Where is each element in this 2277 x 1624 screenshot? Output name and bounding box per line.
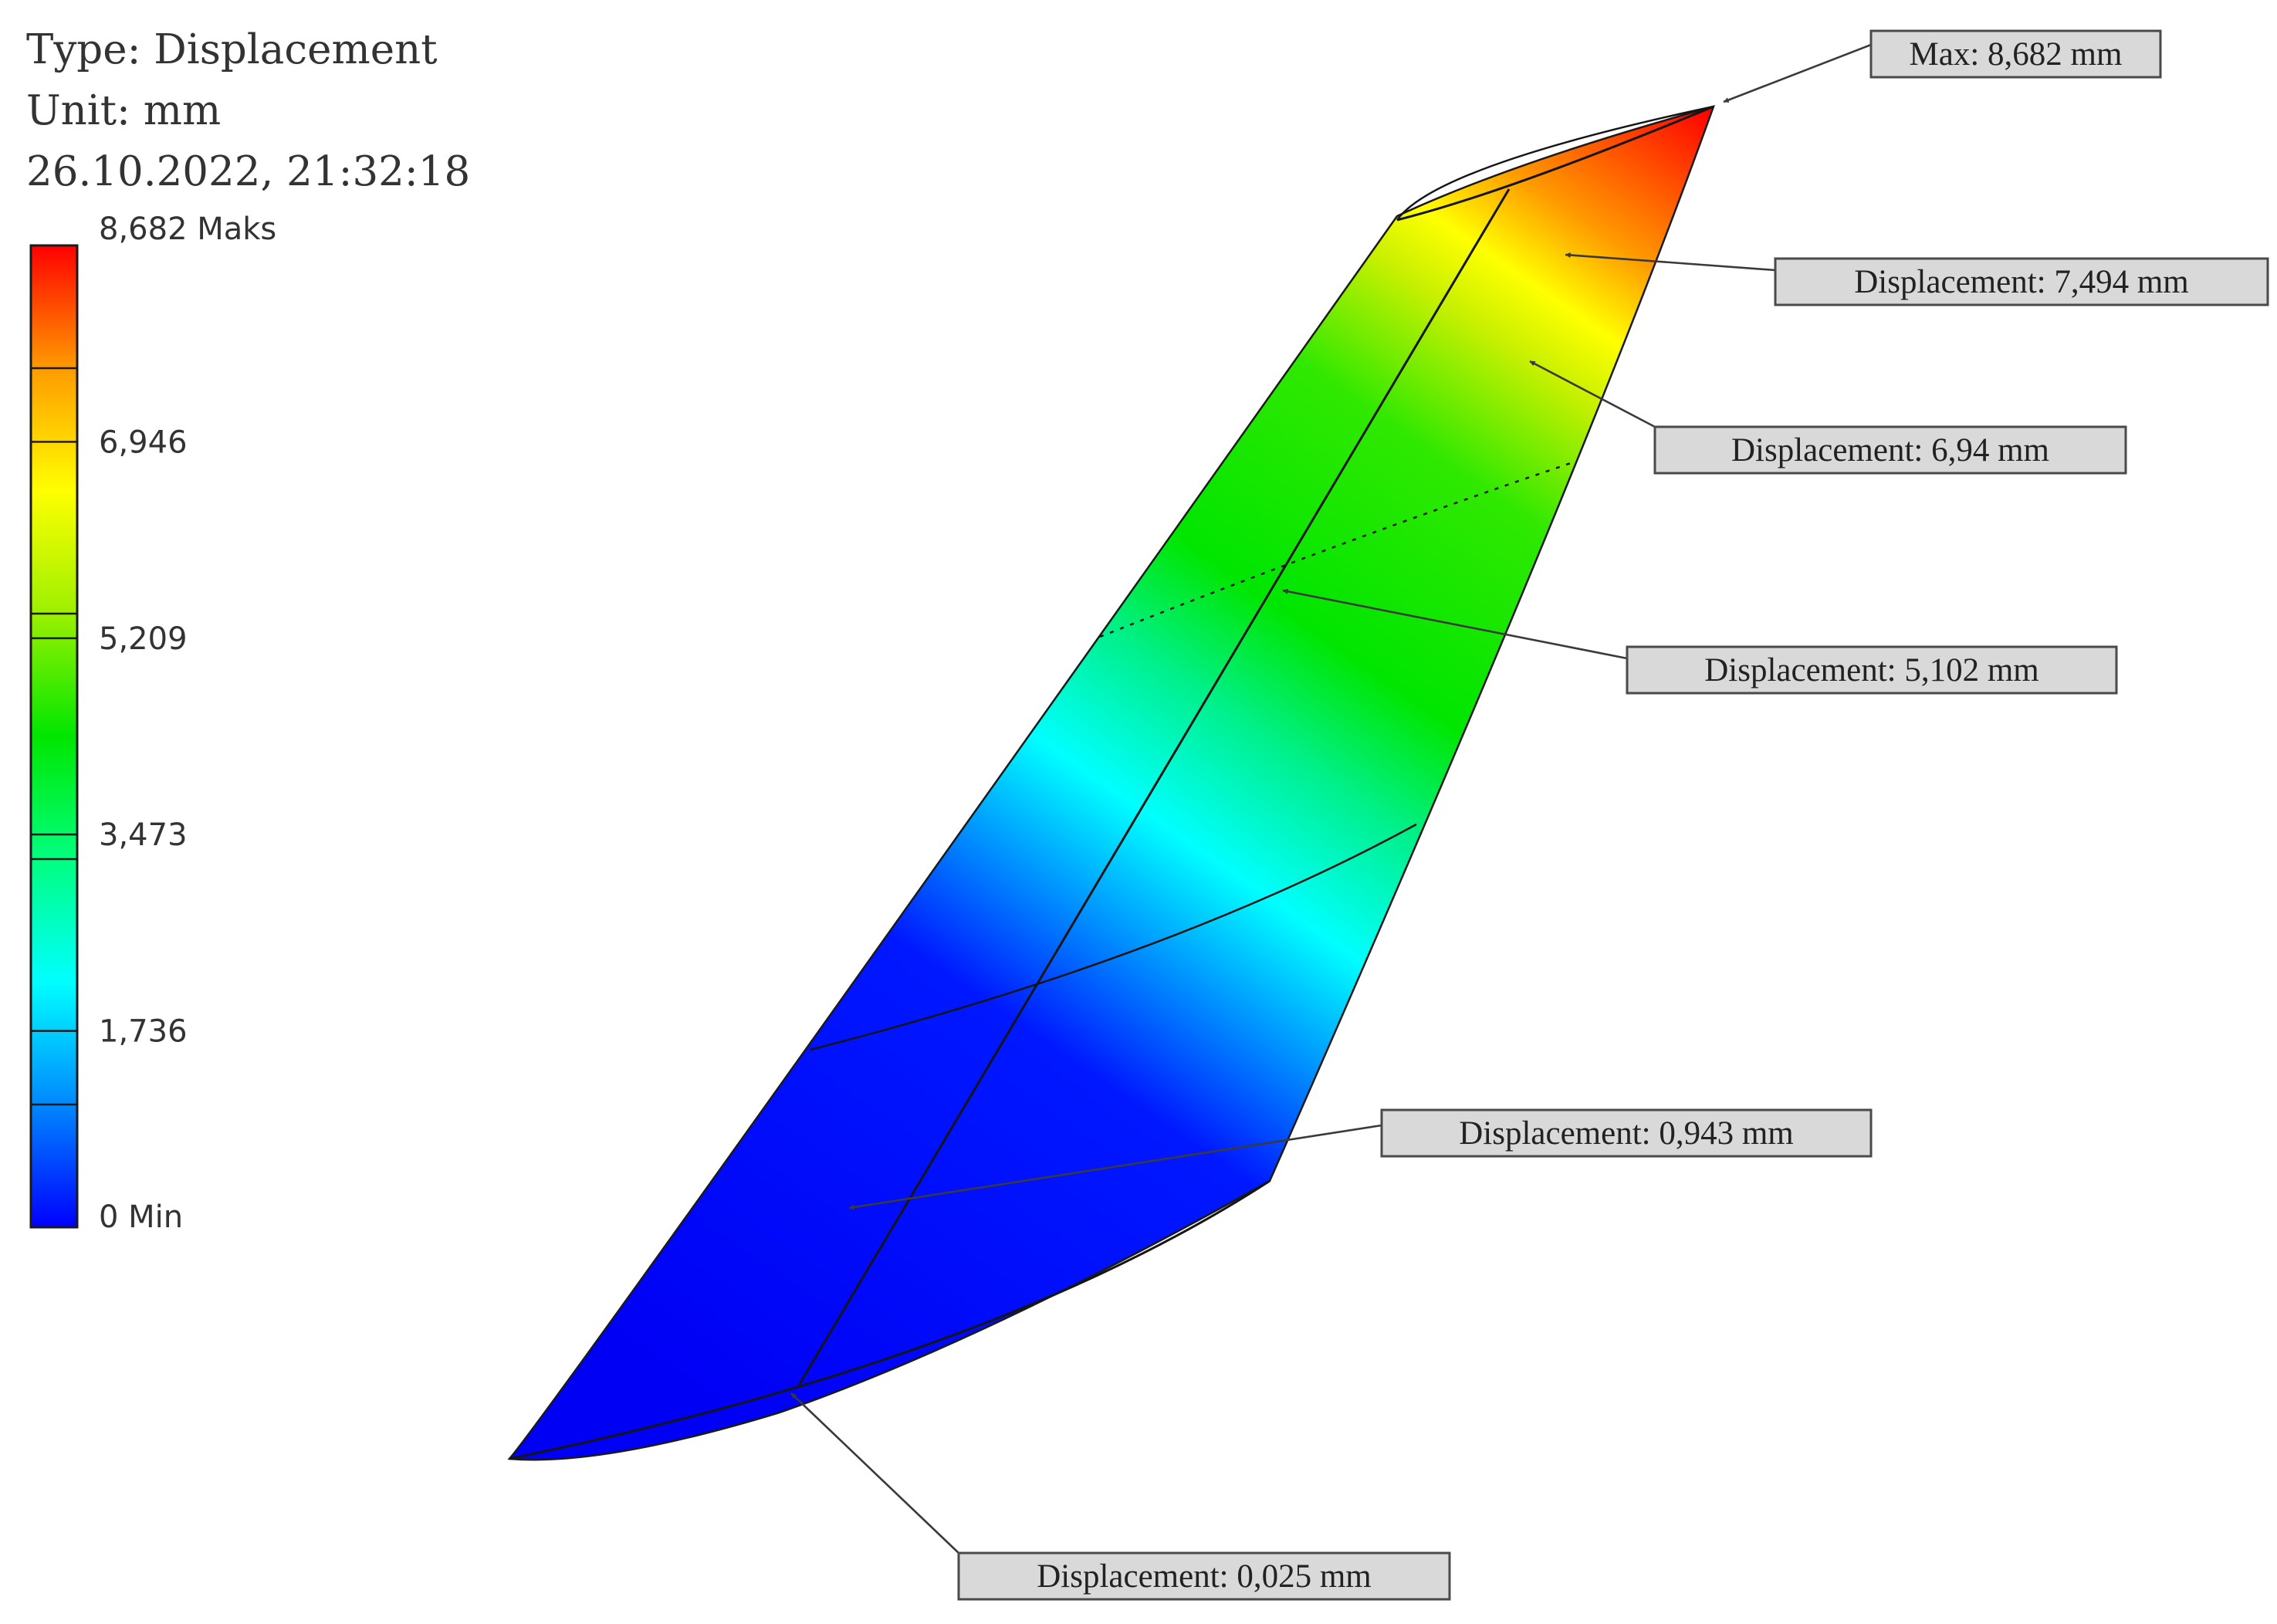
probe-label: Displacement: 7,494 mm <box>1854 264 2189 300</box>
result-probe[interactable]: Displacement: 0,943 mm <box>848 1108 1873 1210</box>
root-chord-edge <box>509 1179 1270 1460</box>
legend-tick-label: 6,946 <box>99 425 188 460</box>
probe-leader-arrow <box>1529 360 1656 428</box>
result-type-label: Type: Displacement <box>26 26 438 73</box>
legend-min-label: 0 Min <box>99 1199 183 1235</box>
legend-ticks: 6,946 5,209 3,473 1,736 <box>31 367 188 1106</box>
probe-leader-arrow <box>848 1124 1382 1210</box>
probe-label: Displacement: 0,943 mm <box>1459 1115 1794 1152</box>
result-unit-label: Unit: mm <box>26 87 221 134</box>
result-probe[interactable]: Displacement: 0,025 mm <box>790 1392 1451 1601</box>
legend-max-label: 8,682 Maks <box>99 211 276 247</box>
result-probe[interactable]: Max: 8,682 mm <box>1723 29 2162 103</box>
wing-surface <box>507 105 1715 1461</box>
probe-leader-arrow <box>1565 252 1776 272</box>
probe-label-box <box>1869 29 2162 79</box>
probe-leader-arrow <box>1282 588 1628 660</box>
probe-label: Displacement: 5,102 mm <box>1704 652 2039 689</box>
probe-leader-arrow <box>1723 43 1872 103</box>
color-legend: 6,946 5,209 3,473 1,736 8,682 Maks 0 Min <box>29 211 276 1235</box>
legend-tick-label: 3,473 <box>99 817 188 853</box>
probe-label: Displacement: 6,94 mm <box>1731 432 2049 469</box>
probe-label: Max: 8,682 mm <box>1910 36 2123 73</box>
probe-leader-arrow <box>790 1392 959 1554</box>
spar-line <box>797 188 1511 1386</box>
legend-tick-label: 1,736 <box>99 1014 188 1050</box>
result-probe[interactable]: Displacement: 6,94 mm <box>1529 360 2127 475</box>
tip-section-edge <box>1396 105 1714 221</box>
tip-section-edge <box>1396 105 1714 222</box>
result-timestamp: 26.10.2022, 21:32:18 <box>26 148 470 195</box>
probe-label-box <box>1774 257 2269 306</box>
wing-model <box>507 105 1715 1461</box>
legend-tick-label: 5,209 <box>99 621 188 657</box>
result-probe[interactable]: Displacement: 7,494 mm <box>1565 252 2269 306</box>
rib-section-line <box>810 823 1417 1051</box>
probe-label-box <box>1626 645 2118 695</box>
result-probe[interactable]: Displacement: 5,102 mm <box>1282 588 2118 695</box>
legend-color-bar <box>29 244 79 1229</box>
probe-label-box <box>1380 1108 1873 1158</box>
result-probes: Max: 8,682 mm Displacement: 7,494 mm Displ… <box>790 29 2269 1601</box>
rib-section-line <box>1099 462 1572 638</box>
probe-label-box <box>1653 425 2127 475</box>
probe-label: Displacement: 0,025 mm <box>1037 1558 1372 1595</box>
probe-label-box <box>957 1551 1451 1601</box>
